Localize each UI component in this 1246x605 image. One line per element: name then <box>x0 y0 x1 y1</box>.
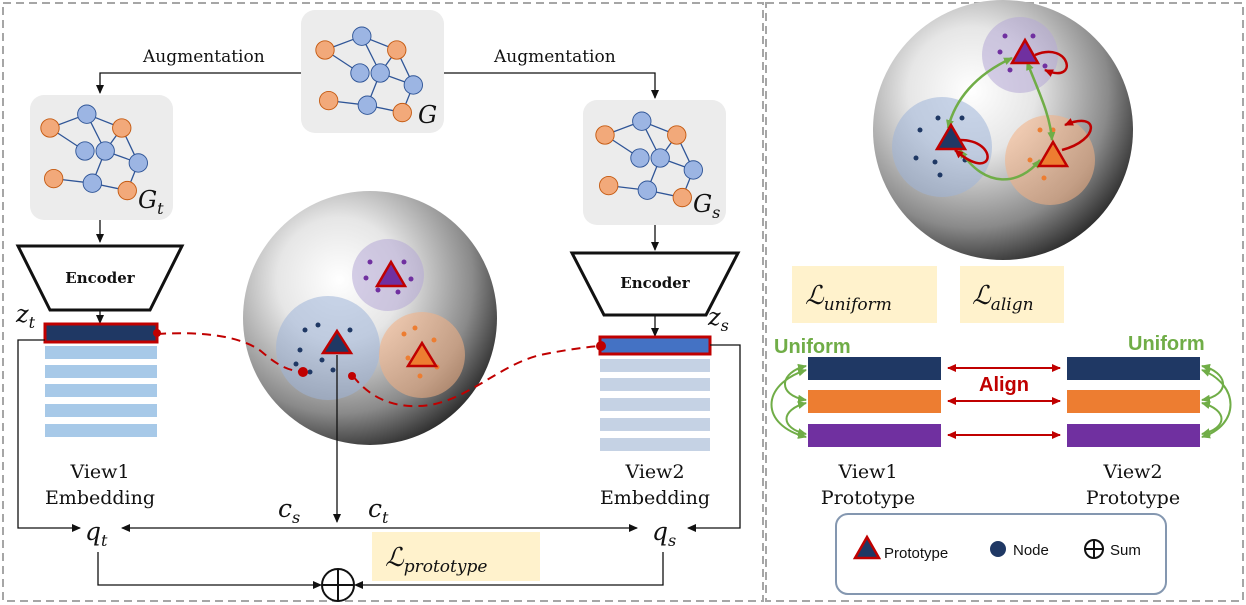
z-left-label: zt <box>15 300 36 332</box>
arrow-qs-to-sum <box>354 552 664 589</box>
graph-left: Gt <box>30 95 173 220</box>
graph-right-label: Gs <box>693 190 720 222</box>
augmentation-left-label: Augmentation <box>142 47 265 67</box>
view2-embedding-line1: View2 <box>624 461 684 483</box>
graph-center: G <box>301 10 444 133</box>
loss-prototype-label: ℒprototype <box>385 543 487 577</box>
c-t-label: ct <box>368 494 389 527</box>
arrow-zs-to-qs <box>687 344 741 532</box>
loss-prototype-box <box>372 532 540 581</box>
uniform-left-label: Uniform <box>774 336 851 358</box>
encoder-right: Encoder <box>569 251 741 317</box>
legend-sum-label: Sum <box>1110 542 1141 559</box>
view2-embedding-stack <box>598 335 712 451</box>
view1-embedding-line2: Embedding <box>45 487 155 509</box>
augmentation-right-label: Augmentation <box>493 47 616 67</box>
legend-prototype-icon <box>852 534 882 560</box>
view1-prototype-purple <box>808 424 941 447</box>
view1-embedding-stack <box>43 322 159 437</box>
arrow-zt-to-qt <box>17 339 81 532</box>
view2-embedding-line2: Embedding <box>600 487 710 509</box>
view1-prototype-line1: View1 <box>837 461 897 483</box>
graph-center-label: G <box>418 101 437 129</box>
uniform-arrow-right-3 <box>1201 369 1232 439</box>
view2-prototype-orange <box>1067 390 1200 413</box>
connector-zt-end <box>298 367 308 377</box>
connector-zt-start <box>153 329 161 337</box>
view2-prototype-line1: View2 <box>1102 461 1162 483</box>
left-panel-frame <box>2 2 764 602</box>
view1-prototype-line2: Prototype <box>821 487 915 509</box>
connector-zs-prototype <box>352 345 602 408</box>
uniform-arrow-left-2 <box>785 401 807 437</box>
prototype-purple <box>374 259 408 288</box>
align-label: Align <box>979 374 1029 396</box>
view2-prototype-purple <box>1067 424 1200 447</box>
q-t-label: qt <box>85 517 108 550</box>
view1-prototype-navy <box>808 357 941 380</box>
prototype-right-purple <box>1009 37 1041 65</box>
c-s-label: cs <box>278 494 300 527</box>
encoder-right-label: Encoder <box>620 274 691 292</box>
legend-node-icon <box>990 541 1006 557</box>
arrow-qt-to-sum <box>97 552 322 589</box>
sphere-right <box>873 0 1133 260</box>
sphere-center <box>243 191 497 445</box>
prototype-right-navy <box>934 122 968 151</box>
encoder-left: Encoder <box>15 244 185 312</box>
view1-prototype-orange <box>808 390 941 413</box>
view2-prototype-navy <box>1067 357 1200 380</box>
view2-prototype-line2: Prototype <box>1086 487 1180 509</box>
legend-sum-icon <box>1084 539 1104 559</box>
q-s-label: qs <box>652 517 676 550</box>
loss-uniform-label: ℒuniform <box>805 281 892 315</box>
graph-left-label: Gt <box>138 186 164 218</box>
sum-icon <box>321 568 355 602</box>
augmentation-left-arrow <box>96 72 301 94</box>
uniform-right-label: Uniform <box>1128 333 1205 355</box>
legend: Prototype Node Sum <box>835 513 1167 595</box>
loss-align-box <box>960 266 1064 323</box>
loss-align-label: ℒalign <box>972 281 1034 315</box>
z-right-label: zs <box>707 303 729 335</box>
prototype-right-orange <box>1036 139 1070 168</box>
legend-prototype-label: Prototype <box>884 545 948 562</box>
connector-zt-prototype <box>156 332 303 373</box>
uniform-arrow-left-3 <box>770 368 807 439</box>
legend-node-label: Node <box>1013 542 1049 559</box>
prototype-navy <box>320 328 354 355</box>
graph-right: Gs <box>583 100 726 225</box>
loss-uniform-box <box>792 266 937 323</box>
augmentation-right-arrow <box>444 72 659 99</box>
connector-zs-end <box>596 341 606 351</box>
prototype-orange <box>405 340 439 368</box>
view1-embedding-line1: View1 <box>69 461 129 483</box>
connector-zs-start <box>348 372 356 380</box>
encoder-left-label: Encoder <box>65 269 136 287</box>
